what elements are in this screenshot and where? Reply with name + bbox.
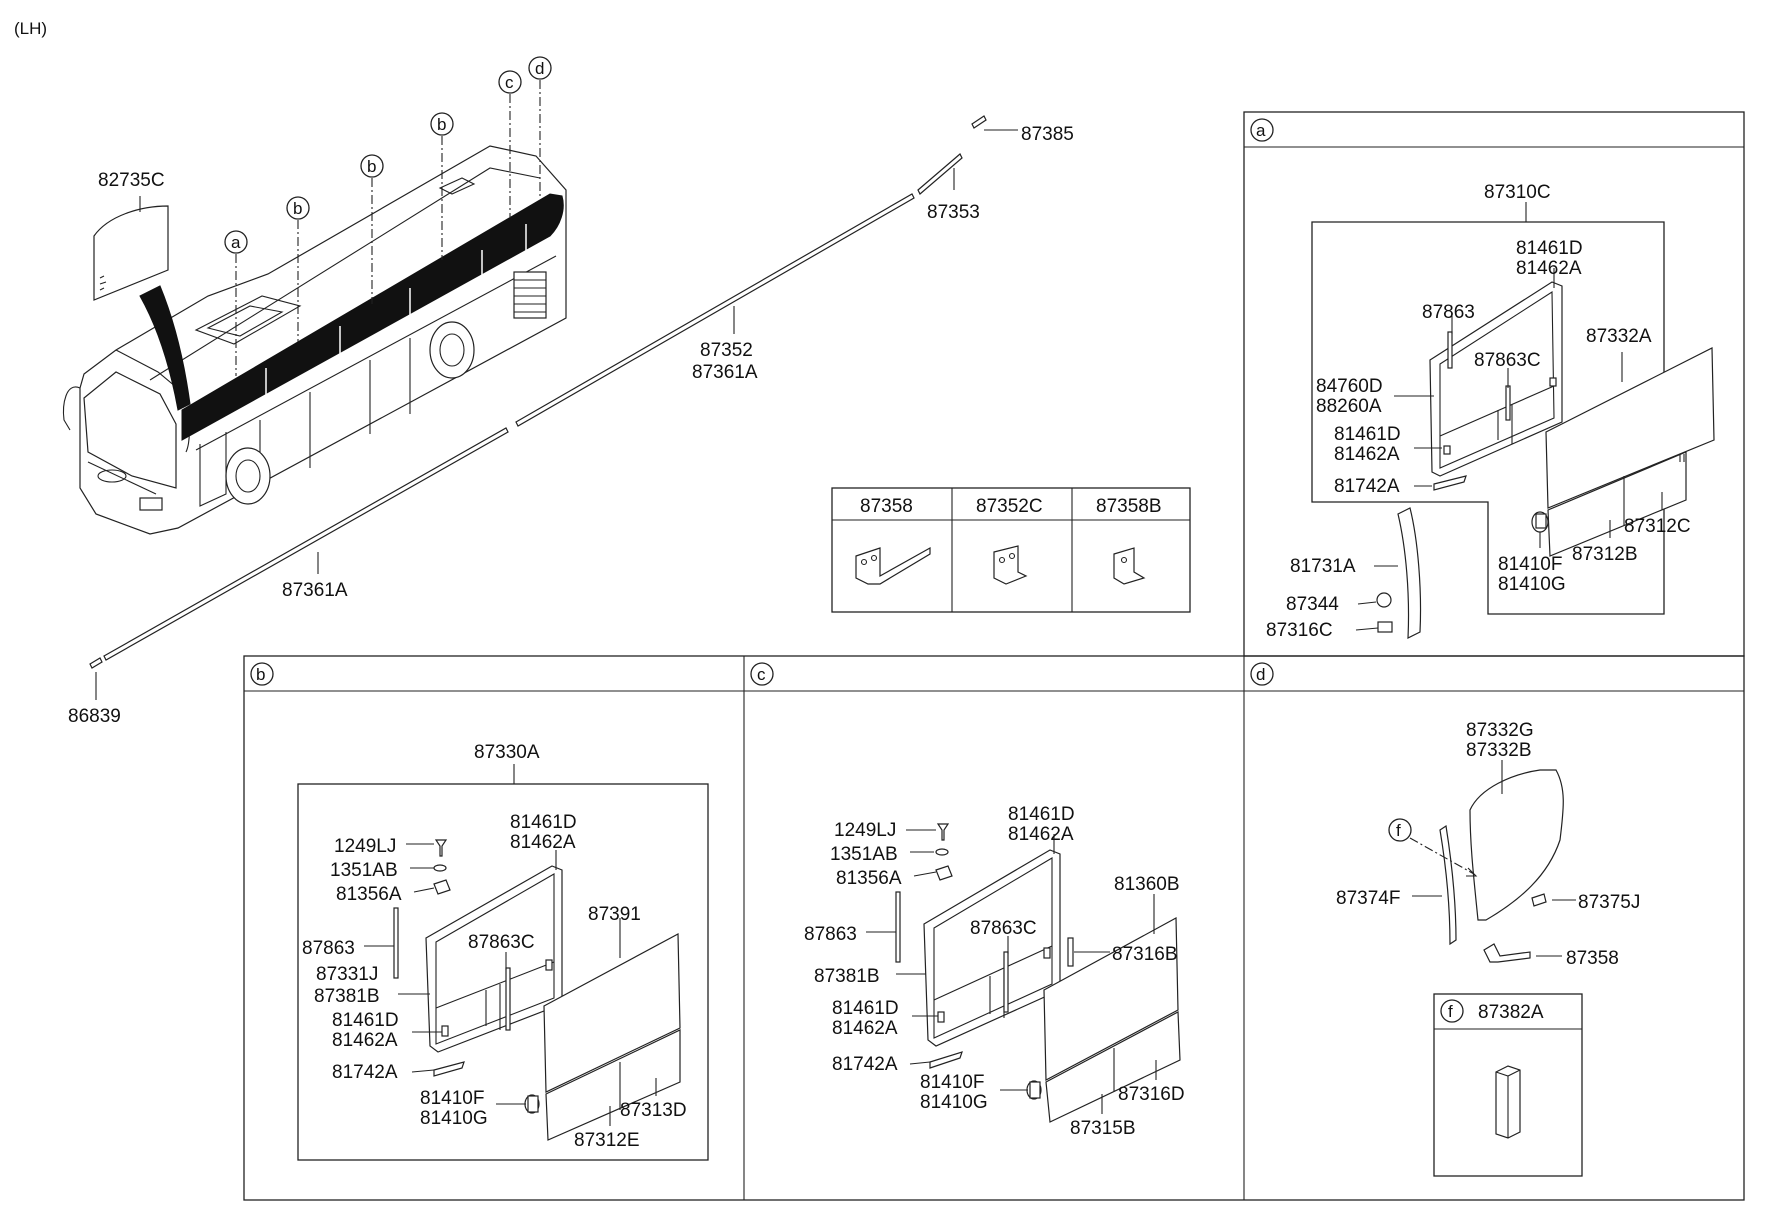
label-a-87312B: 87312B xyxy=(1572,544,1638,565)
label-b-81410G: 81410G xyxy=(420,1108,488,1129)
callout-a: a xyxy=(1256,121,1266,140)
callout-b-overview-2: b xyxy=(367,157,376,176)
overview-callouts: a b b b c d xyxy=(224,56,552,376)
label-c-81410F: 81410F xyxy=(920,1072,984,1093)
callout-b: b xyxy=(256,665,265,684)
label-b-87330A: 87330A xyxy=(474,742,540,763)
section-a: a 87310C 81461D 81462A 87863 87332A xyxy=(1243,111,1745,657)
label-a-81731A: 81731A xyxy=(1290,556,1356,577)
callout-c: c xyxy=(757,665,766,684)
label-b-1249LJ: 1249LJ xyxy=(334,836,396,857)
callout-a-overview: a xyxy=(231,233,241,252)
callout-b-overview-1: b xyxy=(293,199,302,218)
label-c-81360B: 81360B xyxy=(1114,874,1180,895)
label-b-87312E: 87312E xyxy=(574,1130,640,1151)
label-b-81410F: 81410F xyxy=(420,1088,484,1109)
label-b-87391: 87391 xyxy=(588,904,641,925)
clip-table: 87358 87352C 87358B xyxy=(831,487,1191,613)
label-a-84760D: 84760D xyxy=(1316,376,1383,397)
label-b-1351AB: 1351AB xyxy=(330,860,398,881)
label-c-1249LJ: 1249LJ xyxy=(834,820,896,841)
callout-f: f xyxy=(1448,1002,1453,1021)
label-b-87331J: 87331J xyxy=(316,964,378,985)
label-a-81742A: 81742A xyxy=(1334,476,1400,497)
label-c-87316D: 87316D xyxy=(1118,1084,1185,1105)
bottom-sections-frame xyxy=(243,655,1745,1201)
label-a-87310C: 87310C xyxy=(1484,182,1551,203)
label-b-81461D-low: 81461D xyxy=(332,1010,399,1031)
label-c-87863C: 87863C xyxy=(970,918,1037,939)
label-c-87315B: 87315B xyxy=(1070,1118,1136,1139)
label-a-81462A-low: 81462A xyxy=(1334,444,1400,465)
label-b-81462A-low: 81462A xyxy=(332,1030,398,1051)
label-b-87863C: 87863C xyxy=(468,932,535,953)
label-b-81461D-top: 81461D xyxy=(510,812,577,833)
label-82735C: 82735C xyxy=(98,170,165,191)
label-d-87332G: 87332G xyxy=(1466,720,1534,741)
label-d-87332B: 87332B xyxy=(1466,740,1532,761)
clip-header-87358: 87358 xyxy=(860,496,913,517)
label-c-81356A: 81356A xyxy=(836,868,902,889)
label-a-87332A: 87332A xyxy=(1586,326,1652,347)
clip-header-87358B: 87358B xyxy=(1096,496,1162,517)
callout-b-overview-3: b xyxy=(437,115,446,134)
callout-d-overview: d xyxy=(535,59,544,78)
label-a-87312C: 87312C xyxy=(1624,516,1691,537)
label-a-81410G: 81410G xyxy=(1498,574,1566,595)
section-c: c 1249LJ 1351AB 81356A 81461D 81462A 813… xyxy=(750,662,1185,1139)
section-d: d 87332G 87332B f 87374F 87375J 87358 f … xyxy=(1250,662,1640,1177)
label-a-87344: 87344 xyxy=(1286,594,1339,615)
label-c-81461D-top: 81461D xyxy=(1008,804,1075,825)
label-a-88260A: 88260A xyxy=(1316,396,1382,417)
label-c-81462A-low: 81462A xyxy=(832,1018,898,1039)
label-b-87313D: 87313D xyxy=(620,1100,687,1121)
side-label: (LH) xyxy=(14,19,47,38)
label-c-81742A: 81742A xyxy=(832,1054,898,1075)
label-a-81410F: 81410F xyxy=(1498,554,1562,575)
label-a-87863C: 87863C xyxy=(1474,350,1541,371)
label-d-87382A: 87382A xyxy=(1478,1002,1544,1023)
label-b-87381B: 87381B xyxy=(314,986,380,1007)
moulding-strips: 87385 87353 87352 87361A 87361A 86839 xyxy=(68,115,1074,727)
label-87353: 87353 xyxy=(927,202,980,223)
label-d-87358: 87358 xyxy=(1566,948,1619,969)
label-a-81461D-top: 81461D xyxy=(1516,238,1583,259)
label-c-81461D-low: 81461D xyxy=(832,998,899,1019)
label-a-81461D-low: 81461D xyxy=(1334,424,1401,445)
hood-glass-part: 82735C xyxy=(93,170,169,301)
bus-illustration xyxy=(62,145,567,535)
label-b-81356A: 81356A xyxy=(336,884,402,905)
label-87385: 87385 xyxy=(1021,124,1074,145)
callout-f-pointer: f xyxy=(1396,821,1401,840)
label-d-87375J: 87375J xyxy=(1578,892,1640,913)
label-a-81462A-top: 81462A xyxy=(1516,258,1582,279)
callout-c-overview: c xyxy=(505,73,514,92)
label-c-87381B: 87381B xyxy=(814,966,880,987)
label-c-1351AB: 1351AB xyxy=(830,844,898,865)
label-c-81462A-top: 81462A xyxy=(1008,824,1074,845)
label-b-81462A-top: 81462A xyxy=(510,832,576,853)
label-b-81742A: 81742A xyxy=(332,1062,398,1083)
label-a-87863: 87863 xyxy=(1422,302,1475,323)
callout-d: d xyxy=(1256,665,1265,684)
label-a-87316C: 87316C xyxy=(1266,620,1333,641)
label-87361A-lower: 87361A xyxy=(282,580,348,601)
label-87352: 87352 xyxy=(700,340,753,361)
label-d-87374F: 87374F xyxy=(1336,888,1400,909)
label-c-81410G: 81410G xyxy=(920,1092,988,1113)
label-b-87863: 87863 xyxy=(302,938,355,959)
label-86839: 86839 xyxy=(68,706,121,727)
label-c-87316B: 87316B xyxy=(1112,944,1178,965)
label-c-87863: 87863 xyxy=(804,924,857,945)
clip-header-87352C: 87352C xyxy=(976,496,1043,517)
section-b: b 87330A 1249LJ 1351AB 81356A 81461D xyxy=(250,662,709,1161)
label-87361A-upper: 87361A xyxy=(692,362,758,383)
